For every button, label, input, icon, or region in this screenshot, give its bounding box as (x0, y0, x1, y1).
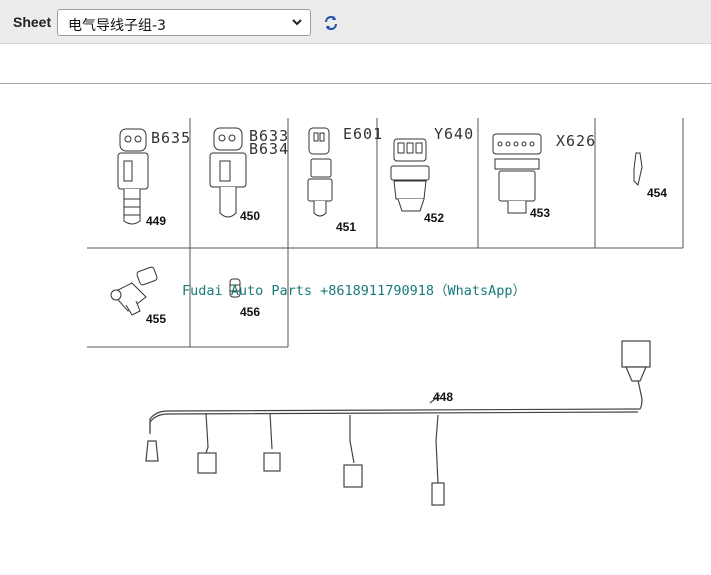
code-b633: B633 (249, 127, 289, 145)
part-number-453[interactable]: 453 (530, 206, 550, 220)
watermark: Fudai Auto Parts +8618911790918（WhatsApp… (182, 283, 526, 299)
connector-450 (209, 127, 247, 218)
part-number-456[interactable]: 456 (240, 305, 260, 319)
code-x626: X626 (556, 132, 596, 150)
sheet-select-value: 电气导线子组-3 (68, 18, 166, 34)
code-b635: B635 (151, 129, 191, 147)
sensor-455 (110, 266, 158, 316)
harness-448 (145, 340, 651, 506)
code-y640: Y640 (434, 125, 474, 143)
part-number-450[interactable]: 450 (240, 209, 260, 223)
connector-449 (117, 128, 149, 225)
part-number-451[interactable]: 451 (336, 220, 356, 234)
sheet-select[interactable]: 电气导线子组-3 (57, 9, 311, 36)
connector-456 (229, 278, 241, 298)
sheet-label: Sheet (13, 14, 52, 30)
part-number-449[interactable]: 449 (146, 214, 166, 228)
part-number-448[interactable]: 448 (433, 390, 453, 404)
code-e601: E601 (343, 125, 383, 143)
part-number-452[interactable]: 452 (424, 211, 444, 225)
parts-diagram: B635 B633 B634 E601 Y640 X626 449 450 45… (0, 83, 711, 571)
connector-453 (492, 133, 542, 214)
refresh-icon[interactable] (322, 14, 340, 32)
connector-452 (390, 138, 430, 212)
chevron-down-icon (292, 19, 302, 26)
code-b634: B634 (249, 140, 289, 158)
part-number-454[interactable]: 454 (647, 186, 667, 200)
connector-454 (633, 152, 643, 186)
wiring-diagram-svg: B635 B633 B634 E601 Y640 X626 449 450 45… (87, 118, 684, 506)
toolbar: Sheet 电气导线子组-3 (0, 0, 711, 44)
connector-451 (307, 127, 333, 217)
part-number-455[interactable]: 455 (146, 312, 166, 326)
